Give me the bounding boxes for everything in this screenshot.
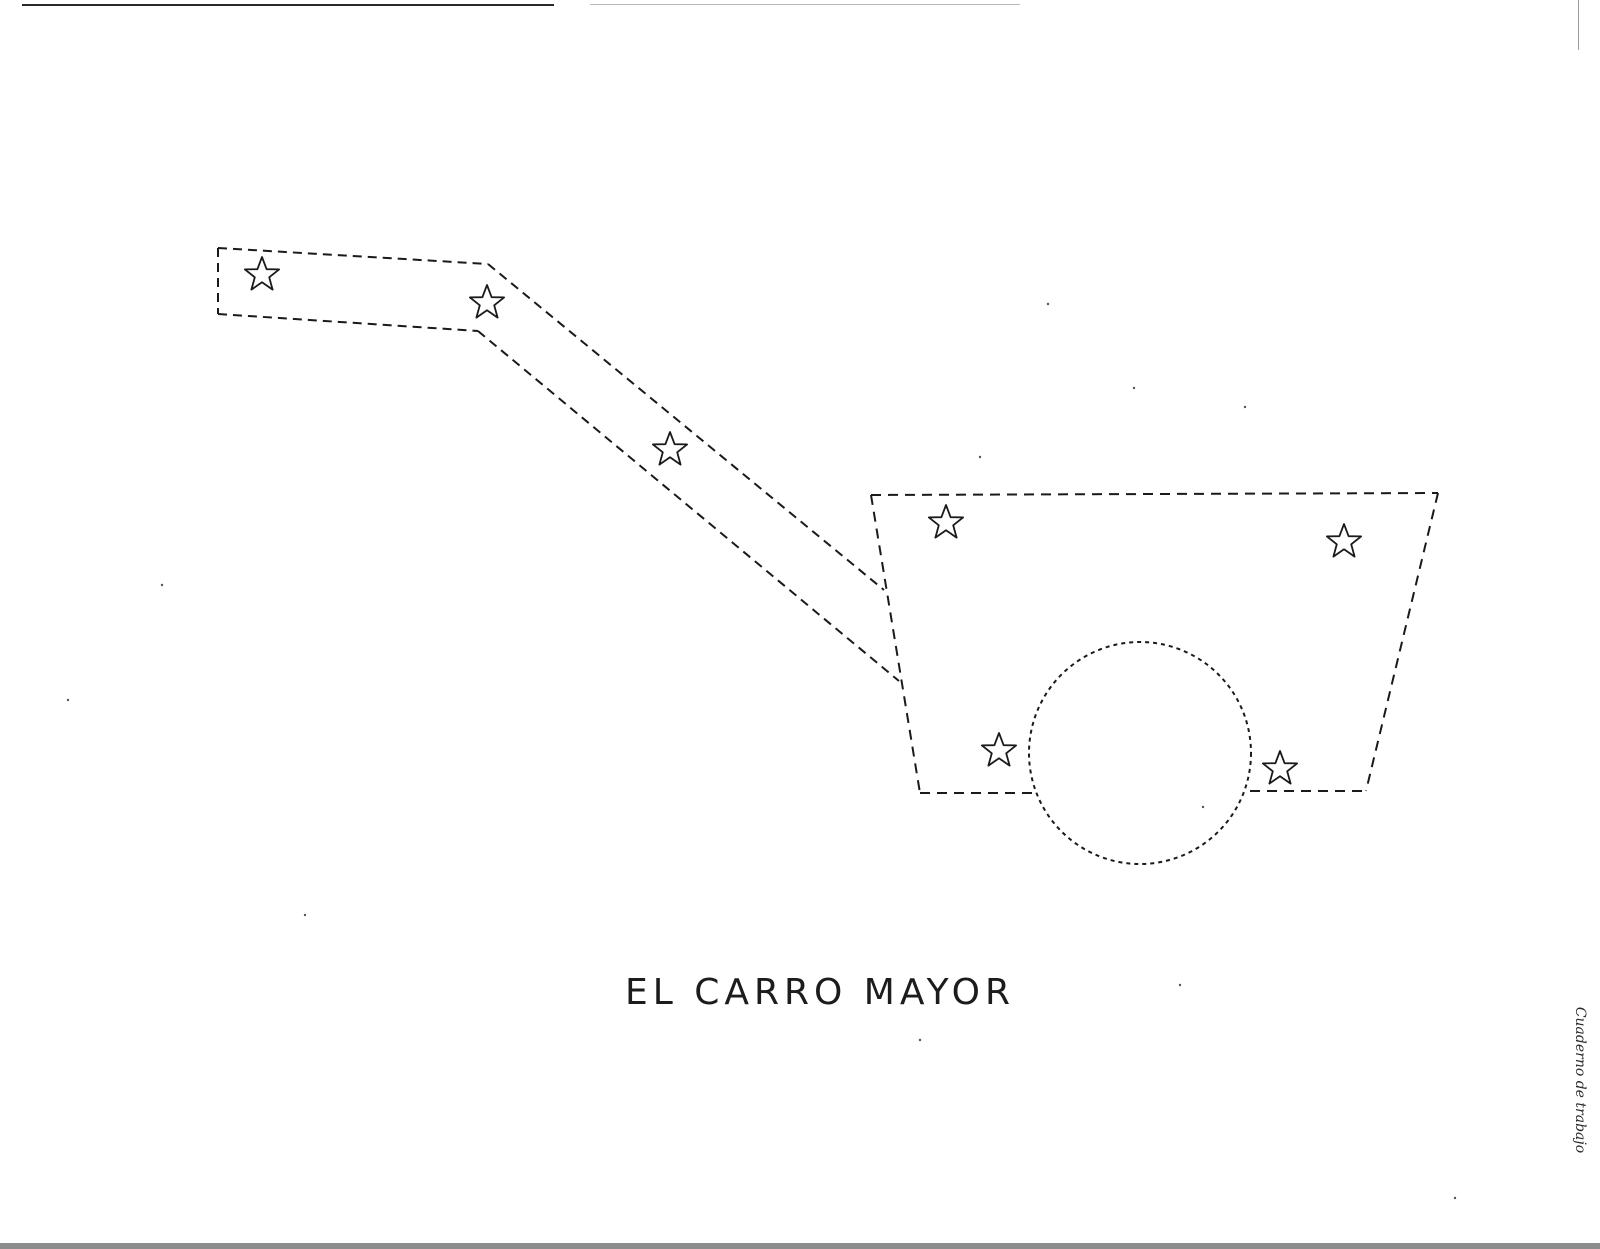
star-icon bbox=[981, 732, 1017, 767]
page-edge-mark bbox=[1578, 0, 1579, 50]
workbook-label: Cuaderno de trabajo bbox=[1572, 1006, 1588, 1154]
scan-bottom-edge bbox=[0, 1243, 1600, 1249]
star-icon bbox=[652, 431, 688, 466]
worksheet-title: EL CARRO MAYOR bbox=[624, 972, 1016, 1013]
star-icon bbox=[928, 504, 964, 539]
stars bbox=[243, 256, 1362, 785]
star-icon bbox=[243, 256, 281, 291]
bowl-right-edge bbox=[1365, 492, 1439, 792]
handle-outline bbox=[217, 247, 900, 682]
handle-diagonal-lower bbox=[477, 330, 900, 682]
bowl-outline bbox=[870, 492, 1439, 794]
bowl-left-edge bbox=[870, 494, 921, 794]
handle-bottom-edge bbox=[217, 313, 479, 332]
handle-diagonal-upper bbox=[487, 263, 885, 591]
top-rule bbox=[22, 4, 554, 6]
star-icon bbox=[1262, 750, 1298, 785]
handle-top-edge bbox=[217, 247, 489, 265]
paper-specks bbox=[66, 302, 1457, 1200]
star-icon bbox=[468, 284, 506, 319]
top-rule-faint bbox=[590, 4, 1020, 5]
wheel-circle bbox=[1028, 641, 1252, 865]
bowl-top-edge bbox=[870, 492, 1439, 496]
star-icon bbox=[1326, 523, 1362, 558]
